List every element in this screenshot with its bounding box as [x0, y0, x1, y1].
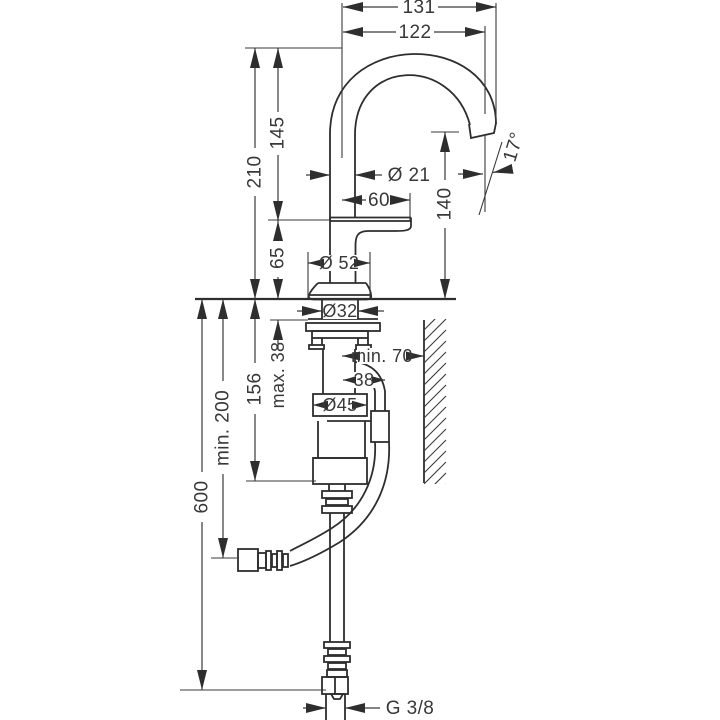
label-max-deck-thickness: max. 38 [268, 342, 288, 409]
label-aerator-height: 140 [435, 188, 456, 221]
label-shank-diameter: Ø32 [322, 301, 357, 321]
label-min-wall-distance: min. 70 [351, 346, 413, 366]
spout-inner-contour [354, 74, 471, 218]
label-shank-assembly-height: 156 [245, 373, 266, 406]
wall-section [423, 319, 447, 484]
supply-pipe [325, 694, 346, 720]
handle-lever-profile [354, 217, 412, 283]
flange-tab-left-foot [308, 344, 325, 350]
flange-band [311, 330, 369, 339]
hose-strain-relief-top [321, 490, 353, 514]
mid-body [313, 421, 367, 459]
label-base-section-height: 65 [268, 247, 289, 269]
spout-outer-contour [329, 53, 497, 220]
flange-plate [305, 322, 381, 332]
side-hose [289, 441, 391, 567]
hose-neck [328, 484, 346, 491]
below-deck-assembly [237, 299, 391, 720]
dim-angle-17 [458, 163, 514, 179]
spout-aerator-tip [468, 122, 497, 140]
connection-spigot [329, 693, 345, 700]
outlet-nut [370, 410, 390, 443]
wall-hatching [424, 319, 447, 484]
faucet-outline [307, 53, 497, 301]
side-hose-connector [237, 548, 289, 572]
label-handle-projection: 60 [368, 190, 390, 211]
lower-body-block [312, 457, 368, 485]
dimension-labels: 131 122 210 145 65 Ø 21 60 140 17° Ø 52 … [192, 0, 529, 719]
label-height-to-spout: 145 [268, 117, 289, 150]
outlet-stub [374, 391, 386, 411]
inline-arrowheads [308, 258, 424, 410]
flange-tab-left [311, 338, 323, 345]
label-reach-aerator: 122 [399, 22, 432, 43]
angle-17-line [478, 141, 503, 216]
reference-lines [180, 3, 503, 691]
flange-tab-right [357, 338, 369, 345]
label-connection-thread: G 3/8 [386, 698, 434, 719]
label-spout-angle: 17° [500, 130, 529, 165]
label-hose-length: 600 [192, 481, 213, 514]
label-spout-tube-diameter: Ø 21 [388, 165, 431, 186]
label-reach-total: 131 [403, 0, 436, 18]
center-hose [329, 513, 345, 642]
hose-corrugation-bottom [323, 641, 351, 670]
label-hose-offset: 38 [354, 370, 375, 390]
hose-collar [326, 669, 348, 678]
label-backgrounds [316, 255, 407, 413]
label-min-clearance-below: min. 200 [213, 390, 234, 466]
label-body-diameter: Ø45 [322, 395, 357, 415]
label-base-diameter: Ø 52 [319, 253, 360, 273]
label-height-total: 210 [245, 156, 266, 189]
base-flare [308, 282, 372, 296]
